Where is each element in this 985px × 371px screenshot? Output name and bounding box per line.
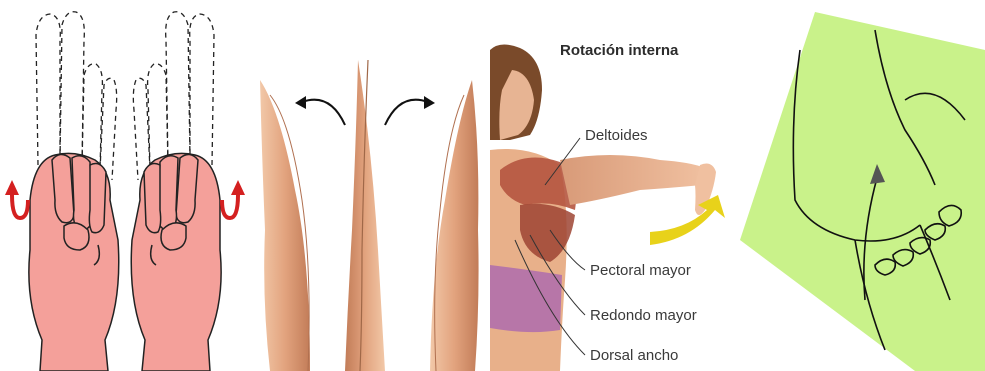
red-arrowhead-left: [5, 180, 19, 195]
green-card: [740, 12, 985, 371]
red-arrowhead-right: [231, 180, 245, 195]
internal-rotation-anatomy: Rotación interna Deltoides Pectoral mayo…: [490, 0, 735, 371]
right-hand: [131, 153, 221, 371]
label-pectoral-mayor: Pectoral mayor: [590, 262, 691, 279]
label-deltoides: Deltoides: [585, 127, 648, 144]
yellow-rotation-arrow: [650, 195, 725, 245]
red-rotation-arrow-left: [12, 195, 28, 218]
shirt: [490, 265, 562, 332]
label-dorsal-ancho: Dorsal ancho: [590, 347, 678, 364]
anatomy-title: Rotación interna: [560, 42, 678, 59]
hands-rotation-illustration: [0, 0, 250, 371]
arm: [560, 155, 705, 205]
foot-rotation-illustration: [735, 0, 985, 371]
palms-photo-illustration: [250, 0, 490, 371]
palms-center: [345, 60, 385, 371]
red-rotation-arrow-right: [222, 195, 238, 218]
left-hand: [29, 153, 119, 371]
curved-arrow-left: [302, 100, 345, 125]
label-redondo-mayor: Redondo mayor: [590, 307, 697, 324]
curved-arrow-right: [385, 100, 428, 125]
